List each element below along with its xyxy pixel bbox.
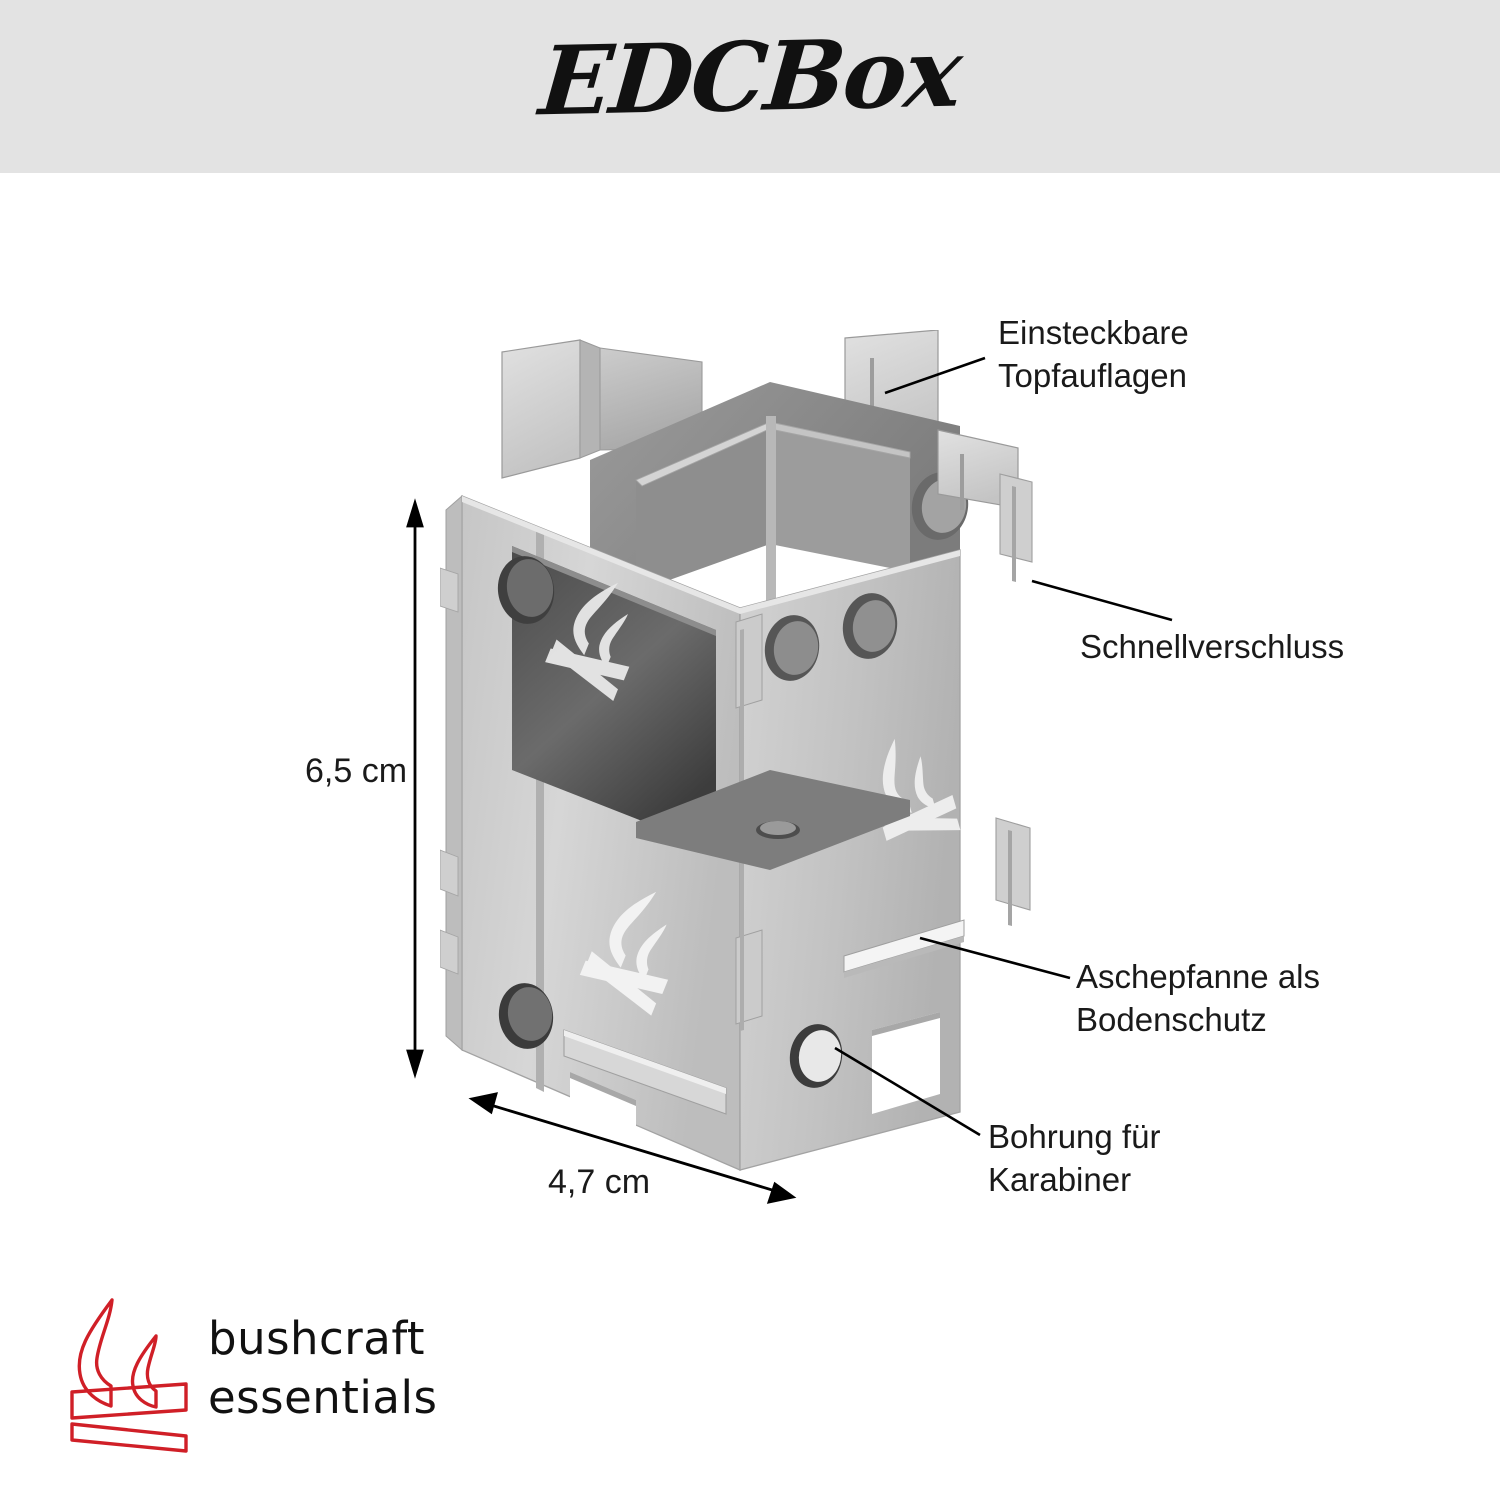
panel-front-left [440,494,741,1180]
panel-front-right [735,472,969,1171]
dimension-label-height: 6,5 cm [305,752,408,790]
dimension-label-width: 4,7 cm [548,1163,651,1201]
callout-label-pot-supports: Einsteckbare Topfauflagen [998,314,1189,394]
quick-lock-clip-right-lower [995,817,1031,926]
dimension-arrow-height [406,498,424,1079]
product-image [440,330,1070,1180]
pot-support-fin-rear-left [501,339,601,479]
quick-lock-clip-right-upper [999,473,1033,582]
callout-label-carabiner: Bohrung für Karabiner [988,1118,1161,1198]
quick-lock-tab-upper [735,613,763,709]
brand-wordmark: bushcraft essentials [208,1312,438,1424]
quick-lock-tab-lower [735,929,763,1025]
callout-label-quick-lock: Schnellverschluss [1080,628,1345,665]
brand-logo: bushcraft essentials [68,1288,437,1458]
callout-label-ash-pan: Aschepfanne als Bodenschutz [1076,958,1321,1038]
inner-cross-divider [635,416,911,630]
header-band [0,0,1500,173]
campfire-icon [70,1298,188,1453]
inner-bottom-plate [636,770,910,870]
